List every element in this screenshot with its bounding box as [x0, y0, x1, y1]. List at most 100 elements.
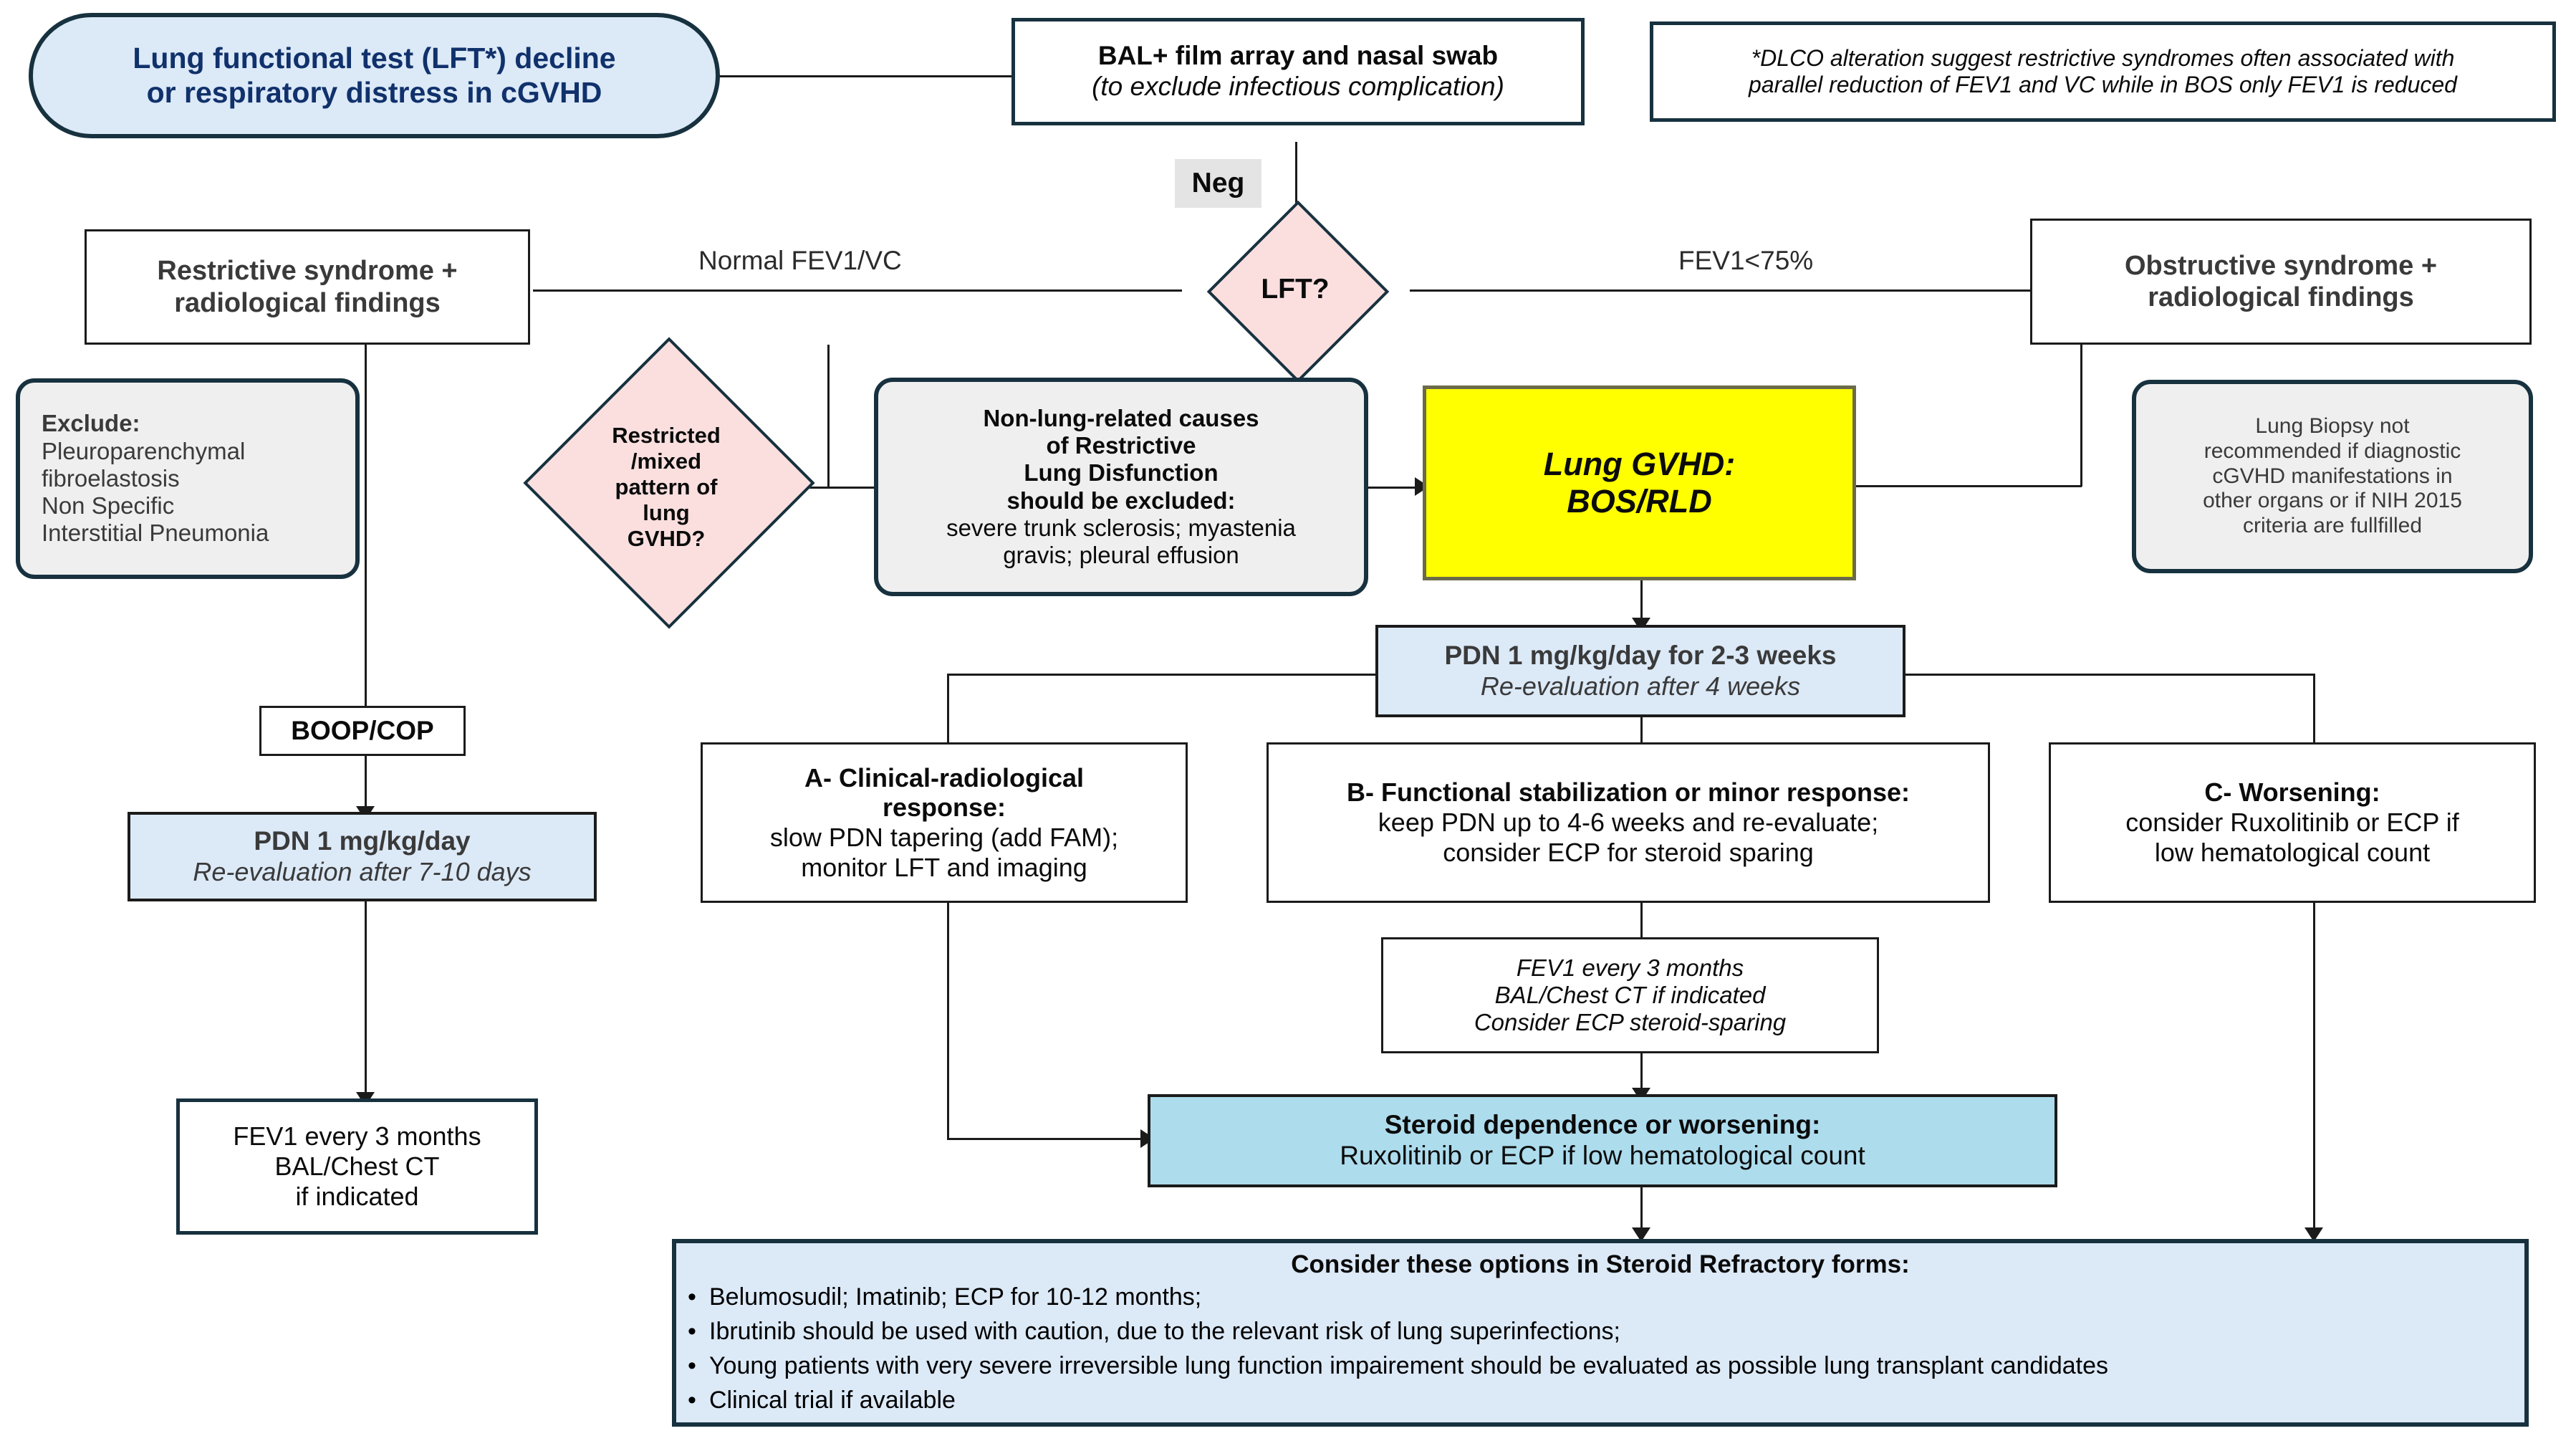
edge-restrictive-down-a [827, 345, 830, 488]
fev1-mid-line-3: Consider ECP steroid-sparing [1474, 1009, 1787, 1036]
fev1-left-line-1: FEV1 every 3 months [233, 1121, 481, 1152]
edge-steroid-to-refractory [1640, 1187, 1643, 1239]
edge-restrictive-to-boop [365, 345, 367, 706]
edge-diamond-to-nonlung [802, 487, 874, 489]
option-c-line-1: C- Worsening: [2204, 777, 2380, 808]
option-b-line-1: B- Functional stabilization or minor res… [1346, 777, 1911, 808]
list-item: Belumosudil; Imatinib; ECP for 10-12 mon… [676, 1280, 2524, 1315]
restricted-diamond-label-wrap: Restricted /mixed pattern of lung GVHD? [530, 366, 802, 608]
edge-gvhd-to-pdnmain [1640, 580, 1643, 625]
entry-line-2: or respiratory distress in cGVHD [146, 75, 602, 109]
edge-bal-to-lft [1295, 142, 1297, 239]
edge-optionb-to-fev1mid [1640, 903, 1643, 937]
boop-label: BOOP/COP [291, 715, 434, 745]
option-b-line-2: keep PDN up to 4-6 weeks and re-evaluate… [1378, 808, 1879, 838]
footnote-line-1: *DLCO alteration suggest restrictive syn… [1751, 44, 2455, 71]
pdn-left-line-2: Re-evaluation after 7-10 days [193, 857, 532, 887]
node-entry[interactable]: Lung functional test (LFT*) decline or r… [29, 13, 720, 138]
edge-boop-to-pdnleft [365, 755, 367, 812]
pdn-left-line-1: PDN 1 mg/kg/day [254, 826, 471, 856]
entry-line-1: Lung functional test (LFT*) decline [133, 41, 616, 75]
restricted-line-5: GVHD? [627, 526, 706, 551]
restricted-line-1: Restricted [612, 423, 721, 448]
option-b-line-3: consider ECP for steroid sparing [1443, 837, 1814, 867]
lung-gvhd-line-2: BOS/RLD [1567, 483, 1712, 520]
restrictive-line-1: Restrictive syndrome + [157, 256, 458, 287]
restrictive-line-2: radiological findings [174, 287, 441, 318]
option-c-line-2: consider Ruxolitinib or ECP if [2125, 808, 2459, 838]
restricted-line-4: lung [643, 500, 690, 525]
refractory-heading: Consider these options in Steroid Refrac… [1291, 1250, 1910, 1278]
neg-text: Neg [1191, 168, 1245, 199]
nonlung-line-1: Non-lung-related causes [983, 404, 1259, 431]
bal-line-2: (to exclude infectious complication) [1092, 72, 1504, 101]
edge-optiona-to-steroid [947, 1138, 1148, 1140]
option-a-line-4: monitor LFT and imaging [801, 852, 1087, 882]
node-non-lung-causes[interactable]: Non-lung-related causes of Restrictive L… [874, 378, 1368, 596]
edge-obstructive-down [2080, 345, 2082, 487]
fev1-left-line-2: BAL/Chest CT [274, 1152, 440, 1182]
pdn-main-line-2: Re-evaluation after 4 weeks [1480, 671, 1801, 702]
restricted-line-3: pattern of [615, 474, 718, 499]
edge-lft-to-obstructive [1410, 289, 2030, 292]
biopsy-line-3: cGVHD manifestations in [2212, 464, 2453, 488]
node-lung-biopsy-note[interactable]: Lung Biopsy not recommended if diagnosti… [2132, 380, 2533, 573]
edge-fev1mid-to-steroid [1640, 1053, 1643, 1094]
node-fev1-left[interactable]: FEV1 every 3 months BAL/Chest CT if indi… [176, 1098, 538, 1235]
arrow-optionc-to-refractory [2305, 1227, 2323, 1242]
obstructive-line-1: Obstructive syndrome + [2124, 250, 2438, 281]
node-bal-film-array[interactable]: BAL+ film array and nasal swab (to exclu… [1011, 18, 1585, 125]
node-obstructive-syndrome[interactable]: Obstructive syndrome + radiological find… [2030, 219, 2532, 345]
restricted-line-2: /mixed [630, 449, 702, 474]
label-neg: Neg [1175, 159, 1261, 208]
node-restrictive-syndrome[interactable]: Restrictive syndrome + radiological find… [85, 229, 530, 345]
node-fev1-monitoring[interactable]: FEV1 every 3 months BAL/Chest CT if indi… [1381, 937, 1879, 1053]
biopsy-line-5: criteria are fullfilled [2242, 514, 2423, 538]
steroid-dep-line-1: Steroid dependence or worsening: [1384, 1110, 1821, 1140]
nonlung-line-3: Lung Disfunction [1024, 459, 1219, 487]
node-pdn-main[interactable]: PDN 1 mg/kg/day for 2-3 weeks Re-evaluat… [1375, 625, 1905, 717]
steroid-dep-line-2: Ruxolitinib or ECP if low hematological … [1340, 1141, 1865, 1170]
node-lung-gvhd[interactable]: Lung GVHD: BOS/RLD [1423, 386, 1856, 580]
node-restricted-mixed-decision[interactable]: Restricted /mixed pattern of lung GVHD? [523, 337, 815, 629]
edge-optionc-to-refractory [2313, 903, 2315, 1240]
node-dlco-footnote: *DLCO alteration suggest restrictive syn… [1650, 21, 2556, 122]
biopsy-line-1: Lung Biopsy not [2255, 414, 2410, 438]
bal-line-1: BAL+ film array and nasal swab [1097, 41, 1499, 71]
node-exclude-list[interactable]: Exclude: Pleuroparenchymal fibroelastosi… [16, 378, 360, 579]
node-option-c[interactable]: C- Worsening: consider Ruxolitinib or EC… [2049, 742, 2536, 903]
node-boop-cop[interactable]: BOOP/COP [259, 706, 466, 756]
node-option-b[interactable]: B- Functional stabilization or minor res… [1267, 742, 1990, 903]
edge-label-fev1-lt-75: FEV1<75% [1678, 246, 1814, 275]
nonlung-line-2: of Restrictive [1046, 431, 1196, 459]
fev1-mid-line-1: FEV1 every 3 months [1516, 954, 1744, 981]
node-pdn-left[interactable]: PDN 1 mg/kg/day Re-evaluation after 7-10… [128, 812, 597, 901]
exclude-line-2: fibroelastosis [42, 464, 180, 492]
footnote-line-2: parallel reduction of FEV1 and VC while … [1749, 72, 2457, 97]
node-option-a[interactable]: A- Clinical-radiological response: slow … [701, 742, 1188, 903]
exclude-line-1: Pleuroparenchymal [42, 437, 246, 464]
arrow-steroid-to-refractory [1632, 1227, 1650, 1242]
lft-diamond-label-wrap: LFT? [1182, 228, 1408, 351]
list-item: Ibrutinib should be used with caution, d… [676, 1314, 2524, 1349]
lft-diamond-label: LFT? [1261, 274, 1330, 305]
fev1-mid-line-2: BAL/Chest CT if indicated [1494, 981, 1766, 1008]
exclude-line-4: Interstitial Pneumonia [42, 520, 269, 547]
pdn-main-line-1: PDN 1 mg/kg/day for 2-3 weeks [1444, 641, 1837, 671]
fev1-left-line-3: if indicated [295, 1181, 419, 1211]
node-steroid-dependence[interactable]: Steroid dependence or worsening: Ruxolit… [1148, 1094, 2057, 1187]
edge-optiona-down [947, 903, 949, 1139]
edge-bus-to-option-a [947, 674, 949, 742]
edge-entry-to-bal [719, 75, 1011, 77]
obstructive-line-2: radiological findings [2148, 282, 2414, 312]
node-lft-decision[interactable]: LFT? [1182, 200, 1408, 383]
edge-bus-to-option-c [2313, 674, 2315, 742]
edge-label-normal-fev1-vc: Normal FEV1/VC [698, 246, 902, 275]
biopsy-line-4: other organs or if NIH 2015 [2203, 489, 2462, 513]
list-item: Young patients with very severe irrevers… [676, 1349, 2524, 1384]
node-steroid-refractory-options[interactable]: Consider these options in Steroid Refrac… [672, 1239, 2529, 1427]
option-a-line-2: response: [882, 793, 1006, 823]
edge-lft-to-restrictive [533, 289, 1182, 292]
option-a-line-1: A- Clinical-radiological [804, 762, 1085, 793]
